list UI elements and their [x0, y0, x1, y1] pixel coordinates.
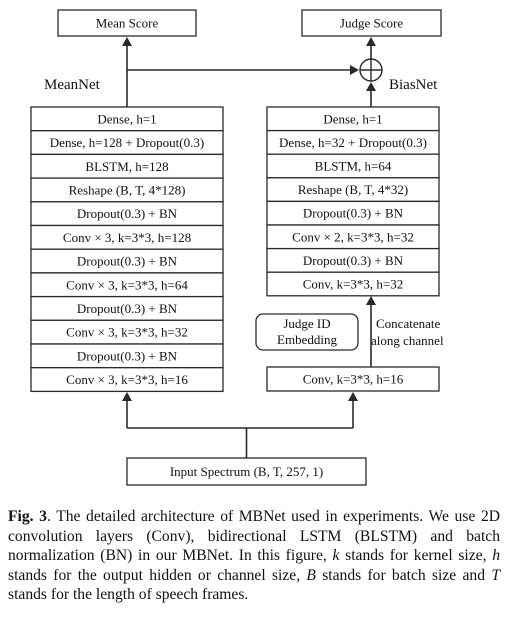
biasnet-layer-label: Dense, h=32 + Dropout(0.3) — [279, 135, 427, 150]
concatenate-note-line2: along channel — [371, 333, 444, 348]
meannet-layer-label: Dropout(0.3) + BN — [77, 206, 178, 221]
caption-segment: stands for batch size and — [315, 566, 492, 584]
figure-caption: Fig. 3. The detailed architecture of MBN… — [8, 507, 500, 605]
meannet-layer-6: Conv × 3, k=3*3, h=128 — [30, 224, 224, 250]
meannet-layer-label: Dropout(0.3) + BN — [77, 301, 178, 316]
caption-segment: stands for the output hidden or channel … — [8, 566, 307, 584]
meannet-layer-12: Conv × 3, k=3*3, h=16 — [30, 367, 224, 393]
meannet-layer-label: Dense, h=128 + Dropout(0.3) — [50, 135, 204, 150]
caption-text: . The detailed architecture of MBNet use… — [8, 508, 500, 603]
meannet-layer-4: Reshape (B, T, 4*128) — [30, 177, 224, 203]
biasnet-first-conv-label: Conv, k=3*3, h=16 — [303, 372, 404, 387]
meannet-layer-label: Conv × 3, k=3*3, h=32 — [66, 325, 188, 340]
meannet-layer-label: Conv × 3, k=3*3, h=16 — [66, 372, 188, 387]
biasnet-layer-label: Dropout(0.3) + BN — [303, 253, 404, 268]
meannet-layer-9: Dropout(0.3) + BN — [30, 295, 224, 321]
meannet-layer-5: Dropout(0.3) + BN — [30, 201, 224, 227]
meannet-layer-label: Conv × 3, k=3*3, h=128 — [63, 230, 191, 245]
meannet-layer-10: Conv × 3, k=3*3, h=32 — [30, 319, 224, 345]
biasnet-layer-label: Dropout(0.3) + BN — [303, 206, 404, 221]
caption-symbol: T — [491, 566, 500, 584]
meannet-layer-label: Dropout(0.3) + BN — [77, 348, 178, 363]
biasnet-layer-label: Dense, h=1 — [323, 111, 382, 126]
embedding-label: Embedding — [277, 332, 337, 347]
biasnet-label: BiasNet — [389, 77, 438, 93]
biasnet-layer-label: Conv, k=3*3, h=32 — [303, 277, 404, 292]
biasnet-layer-label: Conv × 2, k=3*3, h=32 — [292, 229, 414, 244]
connectors — [122, 37, 376, 458]
architecture-diagram: Mean Score Judge Score MeanNet BiasNet D… — [30, 9, 444, 486]
biasnet-layer-5: Dropout(0.3) + BN — [266, 200, 440, 226]
meannet-layer-7: Dropout(0.3) + BN — [30, 248, 224, 274]
judge-score-box: Judge Score — [301, 9, 442, 37]
meannet-layer-label: Conv × 3, k=3*3, h=64 — [66, 277, 188, 292]
caption-symbol: h — [492, 547, 500, 564]
figure-label: Fig. 3 — [8, 508, 47, 525]
meannet-layer-label: Dense, h=1 — [97, 111, 156, 126]
meannet-layer-11: Dropout(0.3) + BN — [30, 343, 224, 369]
biasnet-layer-2: Dense, h=32 + Dropout(0.3) — [266, 129, 440, 155]
meannet-layer-3: BLSTM, h=128 — [30, 153, 224, 179]
judge-score-label: Judge Score — [340, 16, 403, 31]
judge-id-label: Judge ID — [283, 316, 330, 331]
input-spectrum-box: Input Spectrum (B, T, 257, 1) — [126, 457, 367, 486]
biasnet-first-conv-box: Conv, k=3*3, h=16 — [266, 366, 440, 392]
biasnet-layer-label: Reshape (B, T, 4*32) — [298, 182, 408, 197]
caption-symbol: k — [332, 547, 340, 564]
caption-segment: stands for kernel size, — [339, 547, 493, 564]
sum-node — [359, 58, 383, 82]
meannet-layer-label: BLSTM, h=128 — [85, 159, 168, 174]
input-spectrum-label: Input Spectrum (B, T, 257, 1) — [170, 464, 323, 479]
caption-symbol: B — [306, 566, 316, 584]
meannet-layer-label: Dropout(0.3) + BN — [77, 254, 178, 269]
caption-segment: stands for the length of speech frames. — [8, 586, 249, 603]
meannet-label: MeanNet — [44, 77, 101, 93]
meannet-layer-2: Dense, h=128 + Dropout(0.3) — [30, 130, 224, 156]
meannet-layer-8: Conv × 3, k=3*3, h=64 — [30, 272, 224, 298]
biasnet-layer-1: Dense, h=1 — [266, 106, 440, 132]
biasnet-layer-label: BLSTM, h=64 — [315, 159, 392, 174]
biasnet-layer-6: Conv × 2, k=3*3, h=32 — [266, 224, 440, 250]
biasnet-layer-3: BLSTM, h=64 — [266, 153, 440, 179]
biasnet-layer-8: Conv, k=3*3, h=32 — [266, 271, 440, 297]
mean-score-label: Mean Score — [96, 16, 159, 31]
biasnet-layer-7: Dropout(0.3) + BN — [266, 247, 440, 273]
judge-id-embedding-box: Judge ID Embedding — [255, 313, 359, 351]
mean-score-box: Mean Score — [57, 9, 197, 37]
concatenate-note-line1: Concatenate — [376, 316, 440, 331]
caption-segment: . The detailed architecture of MBNet use… — [8, 508, 501, 564]
meannet-layer-label: Reshape (B, T, 4*128) — [69, 182, 186, 197]
biasnet-layer-4: Reshape (B, T, 4*32) — [266, 177, 440, 203]
meannet-layer-1: Dense, h=1 — [30, 106, 224, 132]
